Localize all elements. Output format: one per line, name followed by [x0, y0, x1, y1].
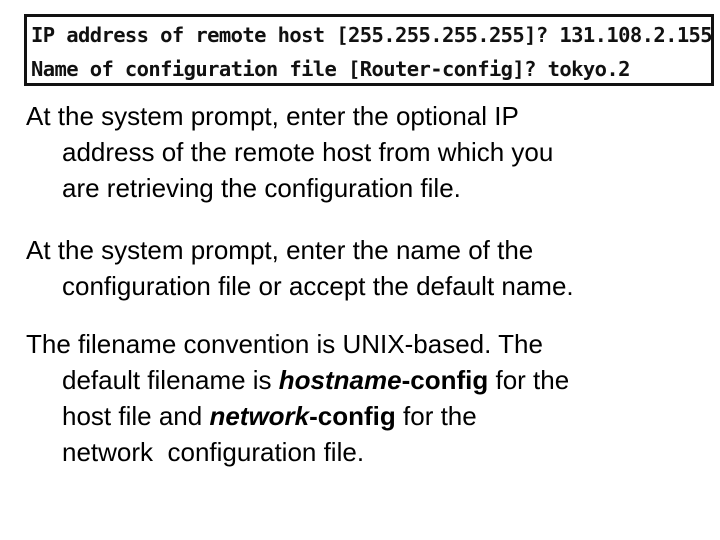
filename-convention-note: The filename convention is UNIX-based. T…: [26, 326, 706, 470]
terminal-screenshot: IP address of remote host [255.255.255.2…: [24, 14, 714, 86]
config-suffix: -config: [401, 365, 489, 395]
instruction-config-name: At the system prompt, enter the name of …: [26, 232, 706, 304]
text-fragment: for the: [488, 365, 570, 395]
paragraph-line: The filename convention is UNIX-based. T…: [26, 329, 543, 359]
paragraph-line: default filename is hostname-config for …: [26, 362, 706, 398]
text-fragment: host file and: [62, 401, 210, 431]
config-suffix: -config: [309, 401, 396, 431]
paragraph-line: address of the remote host from which yo…: [62, 137, 554, 167]
terminal-prompt-ip: IP address of remote host [255.255.255.2…: [31, 23, 713, 47]
hostname-term: hostname: [278, 365, 402, 395]
paragraph-line: At the system prompt, enter the optional…: [26, 101, 519, 131]
terminal-prompt-config-file: Name of configuration file [Router-confi…: [31, 57, 630, 81]
paragraph-line: are retrieving the configuration file.: [62, 173, 461, 203]
paragraph-line: At the system prompt, enter the name of …: [26, 235, 534, 265]
paragraph-line: host file and network-config for the: [26, 398, 706, 434]
paragraph-line: configuration file or accept the default…: [62, 271, 574, 301]
network-term: network: [209, 401, 310, 431]
paragraph-line: network configuration file.: [62, 437, 365, 467]
text-fragment: for the: [395, 401, 477, 431]
instruction-ip-address: At the system prompt, enter the optional…: [26, 98, 706, 206]
text-fragment: default filename is: [62, 365, 279, 395]
